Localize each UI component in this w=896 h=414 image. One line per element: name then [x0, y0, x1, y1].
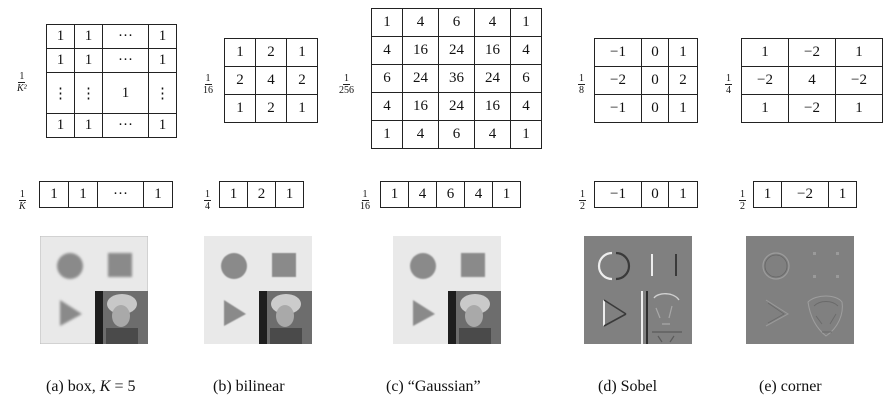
sobel-filtered-image [584, 236, 692, 344]
box-filtered-image [40, 236, 148, 344]
caption-box: (a) box, K = 5 [46, 378, 136, 395]
caption-bilinear: (b) bilinear [213, 378, 285, 395]
bilinear-filtered-image [204, 236, 312, 344]
caption-corner: (e) corner [759, 378, 822, 395]
caption-sobel: (d) Sobel [598, 378, 658, 395]
gaussian-filtered-image [393, 236, 501, 344]
caption-gaussian: (c) “Gaussian” [386, 378, 481, 395]
corner-filtered-image [746, 236, 854, 344]
